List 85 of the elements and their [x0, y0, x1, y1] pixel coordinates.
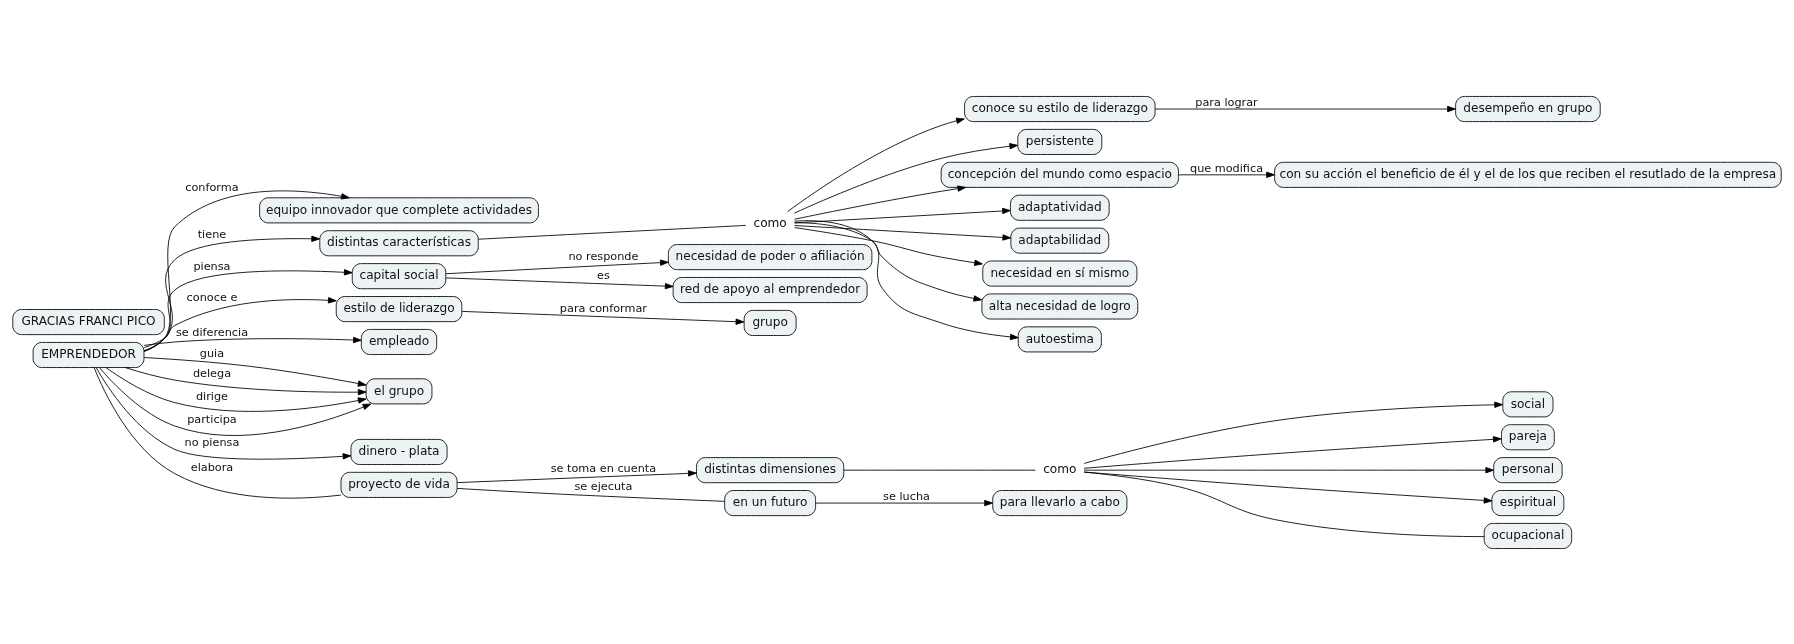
edge-label: no piensa: [184, 435, 240, 449]
arrow: [794, 219, 1019, 340]
node-box: necesidad en sí mismo: [982, 260, 1138, 287]
edge-label: que modifica: [1190, 161, 1264, 175]
node-box: distintas características: [319, 229, 479, 256]
arrow: [794, 224, 1012, 241]
arrow: [143, 268, 353, 351]
edge-label: es: [597, 268, 610, 282]
arrow: [1083, 435, 1502, 469]
node-box: red de apoyo al emprendedor: [672, 276, 868, 303]
arrow: [794, 221, 983, 302]
node-box: para llevarlo a cabo: [992, 489, 1128, 516]
arrow: [105, 366, 367, 412]
node-box: capital social: [351, 262, 447, 289]
arrow: [794, 226, 983, 266]
node-text: como: [753, 215, 787, 230]
node-box: equipo innovador que complete actividades: [259, 196, 539, 223]
edge-label: para conformar: [559, 301, 647, 315]
edge-label: guia: [199, 346, 225, 360]
edge-label: conoce e: [186, 290, 238, 304]
node-box: ocupacional: [1483, 522, 1573, 549]
edge-label: participa: [187, 412, 237, 426]
edge-label: piensa: [193, 259, 231, 273]
arrow: [143, 296, 337, 348]
node-text: como: [1043, 461, 1077, 476]
node-box: necesidad de poder o afiliación: [667, 243, 873, 270]
connector: [478, 224, 747, 240]
arrow: [95, 366, 352, 460]
arrow: [1154, 105, 1456, 112]
node-box: el grupo: [365, 377, 433, 404]
edge-label: elabora: [190, 460, 234, 474]
connector: [1083, 471, 1485, 537]
node-box: desempeño en grupo: [1455, 95, 1601, 122]
node-box: en un futuro: [724, 489, 817, 516]
arrow: [793, 142, 1019, 214]
arrow: [143, 356, 367, 387]
edge-label: conforma: [185, 180, 239, 194]
node-box: grupo: [743, 309, 797, 336]
node-box: EMPRENDEDOR: [32, 341, 145, 368]
edge-label: se diferencia: [175, 325, 249, 339]
node-box: empleado: [360, 328, 438, 355]
node-box: estilo de liderazgo: [335, 295, 463, 322]
node-box: GRACIAS FRANCI PICO: [12, 308, 165, 335]
node-box: adaptatividad: [1010, 194, 1110, 221]
node-box: espiritual: [1491, 489, 1565, 516]
arrow: [815, 499, 993, 506]
node-box: concepción del mundo como espacio: [940, 161, 1179, 188]
arrow: [794, 184, 967, 220]
node-box: adaptabilidad: [1010, 227, 1110, 254]
connector: [93, 366, 342, 499]
arrow: [461, 310, 745, 325]
arrow: [787, 117, 965, 212]
node-box: conoce su estilo de liderazgo: [964, 95, 1156, 122]
node-box: distintas dimensiones: [696, 456, 845, 483]
node-box: con su acción el beneficio de él y el de los que reciben el resutlado de la empresa: [1274, 161, 1782, 188]
node-box: proyecto de vida: [340, 471, 458, 498]
arrow: [1083, 401, 1503, 464]
edge-label: no responde: [568, 249, 639, 263]
arrow: [143, 189, 350, 352]
node-box: social: [1502, 390, 1554, 417]
node-box: autoestima: [1017, 325, 1102, 352]
arrow: [1083, 466, 1495, 473]
node-box: persistente: [1017, 128, 1103, 155]
connector: [456, 487, 725, 502]
edge-label: tiene: [197, 227, 227, 241]
arrow: [456, 469, 697, 483]
node-box: personal: [1493, 456, 1563, 483]
arrow: [1083, 471, 1493, 504]
node-box: dinero - plata: [350, 438, 448, 465]
arrow: [143, 336, 362, 346]
edge-label: dirige: [195, 388, 229, 402]
node-box: alta necesidad de logro: [981, 293, 1139, 319]
edge-label: se ejecuta: [574, 479, 633, 493]
arrow: [445, 276, 674, 289]
arrow: [1178, 171, 1275, 178]
arrow: [125, 366, 367, 395]
connector: [843, 469, 1036, 471]
arrow: [99, 366, 372, 436]
node-box: pareja: [1501, 423, 1555, 450]
edge-label: se toma en cuenta: [550, 461, 657, 475]
edge-label: para lograr: [1195, 95, 1258, 109]
edge-label: se lucha: [883, 489, 930, 503]
arrow: [445, 259, 669, 274]
arrow: [143, 235, 320, 352]
edge-label: delega: [192, 366, 232, 380]
